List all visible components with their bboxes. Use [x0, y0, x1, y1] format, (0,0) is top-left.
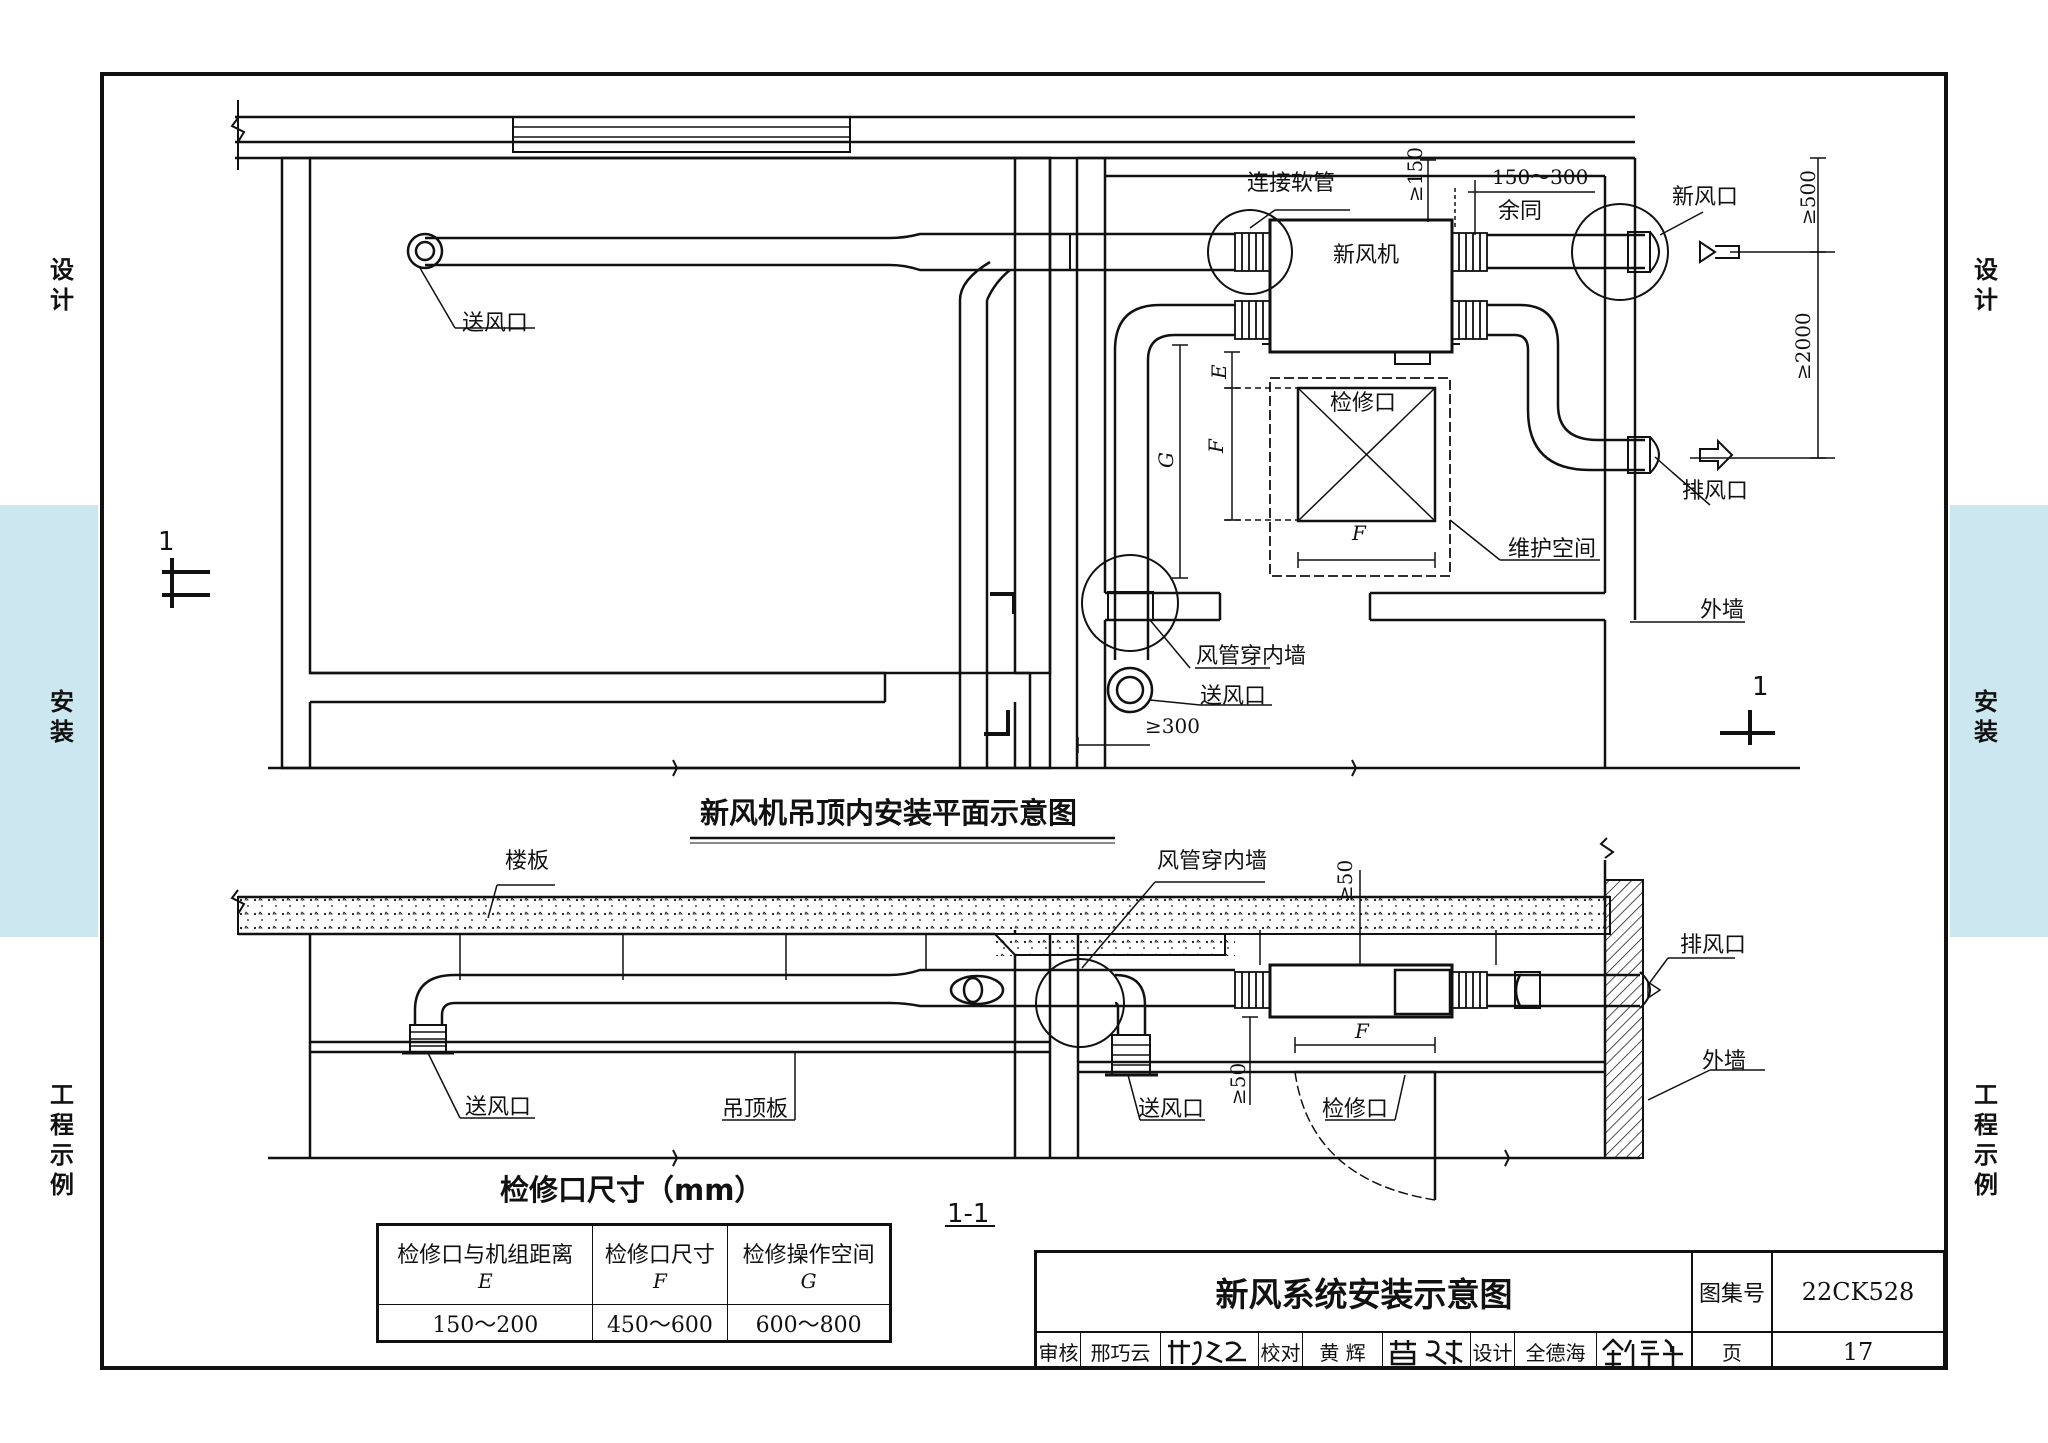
- review-label: 审核: [1037, 1333, 1081, 1370]
- label-supply-outlet-plan-1: 送风口: [462, 311, 528, 336]
- label-duct-through-wall-plan: 风管穿内墙: [1196, 644, 1306, 669]
- label-inspection-port-plan: 检修口: [1330, 391, 1396, 416]
- table-cell-distance: 150～200: [377, 1304, 593, 1342]
- dim-E: E: [1207, 364, 1231, 380]
- page-label: 页: [1693, 1333, 1773, 1370]
- page-number: 17: [1842, 1337, 1874, 1366]
- plan-title: 新风机吊顶内安装平面示意图: [700, 796, 1077, 830]
- label-supply-outlet-section-2: 送风口: [1138, 1097, 1204, 1122]
- check-label: 校对: [1259, 1333, 1303, 1370]
- drawing-frame: [100, 72, 1948, 1370]
- left-tab-band: [0, 505, 98, 937]
- label-exhaust-outlet-section: 排风口: [1680, 933, 1746, 958]
- table-header-space: 检修操作空间 G: [727, 1224, 891, 1305]
- dim-50-top: ≥50: [1333, 860, 1357, 902]
- left-tab-install: 安装: [50, 688, 74, 746]
- label-same-as-above: 余同: [1498, 199, 1542, 224]
- left-tab-design: 设计: [50, 256, 74, 314]
- dim-500: ≥500: [1796, 170, 1820, 225]
- dim-150-300: 150～300: [1492, 165, 1588, 189]
- dim-F-vertical: F: [1204, 438, 1228, 454]
- section-mark-left: 1: [158, 527, 175, 557]
- dim-50-bottom: ≥50: [1226, 1063, 1250, 1105]
- dim-F-section: F: [1354, 1019, 1370, 1043]
- title-block: 新风系统安装示意图 图集号 22CK528 审核 邢巧云 校对 黄 辉 设计 全…: [1034, 1250, 1946, 1370]
- checker-name: 黄 辉: [1303, 1333, 1383, 1370]
- table-cell-size: 450～600: [591, 1304, 729, 1342]
- reviewer-name: 邢巧云: [1081, 1333, 1161, 1370]
- label-supply-outlet-plan-2: 送风口: [1200, 684, 1266, 709]
- left-tab-examples: 工程示例: [50, 1081, 74, 1199]
- label-supply-outlet-section-1: 送风口: [465, 1095, 531, 1120]
- section-title: 1-1: [947, 1199, 989, 1229]
- inspection-table-title: 检修口尺寸（mm）: [500, 1173, 763, 1207]
- label-floor-slab: 楼板: [505, 849, 549, 874]
- label-unit: 新风机: [1333, 243, 1399, 268]
- label-fresh-air-inlet: 新风口: [1672, 185, 1738, 210]
- label-duct-through-wall-section: 风管穿内墙: [1157, 849, 1267, 874]
- right-tab-design: 设计: [1974, 256, 1998, 314]
- right-tab-band: [1950, 505, 2048, 937]
- dim-150: ≥150: [1403, 147, 1427, 202]
- atlas-number: 22CK528: [1773, 1253, 1943, 1333]
- label-inspection-port-section: 检修口: [1322, 1097, 1388, 1122]
- table-cell-space: 600～800: [727, 1304, 891, 1342]
- design-label: 设计: [1471, 1333, 1515, 1370]
- dim-2000: ≥2000: [1791, 312, 1815, 380]
- reviewer-signature: [1161, 1333, 1259, 1370]
- drawing-title: 新风系统安装示意图: [1037, 1253, 1693, 1333]
- plan-view: [162, 100, 1835, 777]
- designer-name: 全德海: [1515, 1333, 1597, 1370]
- label-exhaust-outlet: 排风口: [1682, 479, 1748, 504]
- section-mark-right: 1: [1752, 672, 1769, 702]
- atlas-label: 图集号: [1693, 1253, 1773, 1333]
- inspection-size-table: 检修口与机组距离 E 检修口尺寸 F 检修操作空间 G 150～200 450～…: [376, 1223, 892, 1343]
- dim-300: ≥300: [1145, 714, 1200, 738]
- designer-signature: [1597, 1333, 1693, 1370]
- label-exterior-wall-section: 外墙: [1702, 1049, 1746, 1074]
- right-tab-install: 安装: [1974, 688, 1998, 746]
- table-header-distance: 检修口与机组距离 E: [377, 1224, 593, 1305]
- dim-G: G: [1154, 452, 1178, 468]
- dim-F-horizontal: F: [1351, 521, 1367, 545]
- label-maintenance-space: 维护空间: [1508, 537, 1596, 562]
- right-tab-examples: 工程示例: [1974, 1081, 1998, 1199]
- section-view: [230, 837, 1765, 1201]
- checker-signature: [1383, 1333, 1471, 1370]
- table-header-size: 检修口尺寸 F: [591, 1224, 729, 1305]
- label-ceiling-board: 吊顶板: [722, 1097, 788, 1122]
- label-flex-duct: 连接软管: [1247, 171, 1335, 196]
- label-exterior-wall-plan: 外墙: [1700, 598, 1744, 623]
